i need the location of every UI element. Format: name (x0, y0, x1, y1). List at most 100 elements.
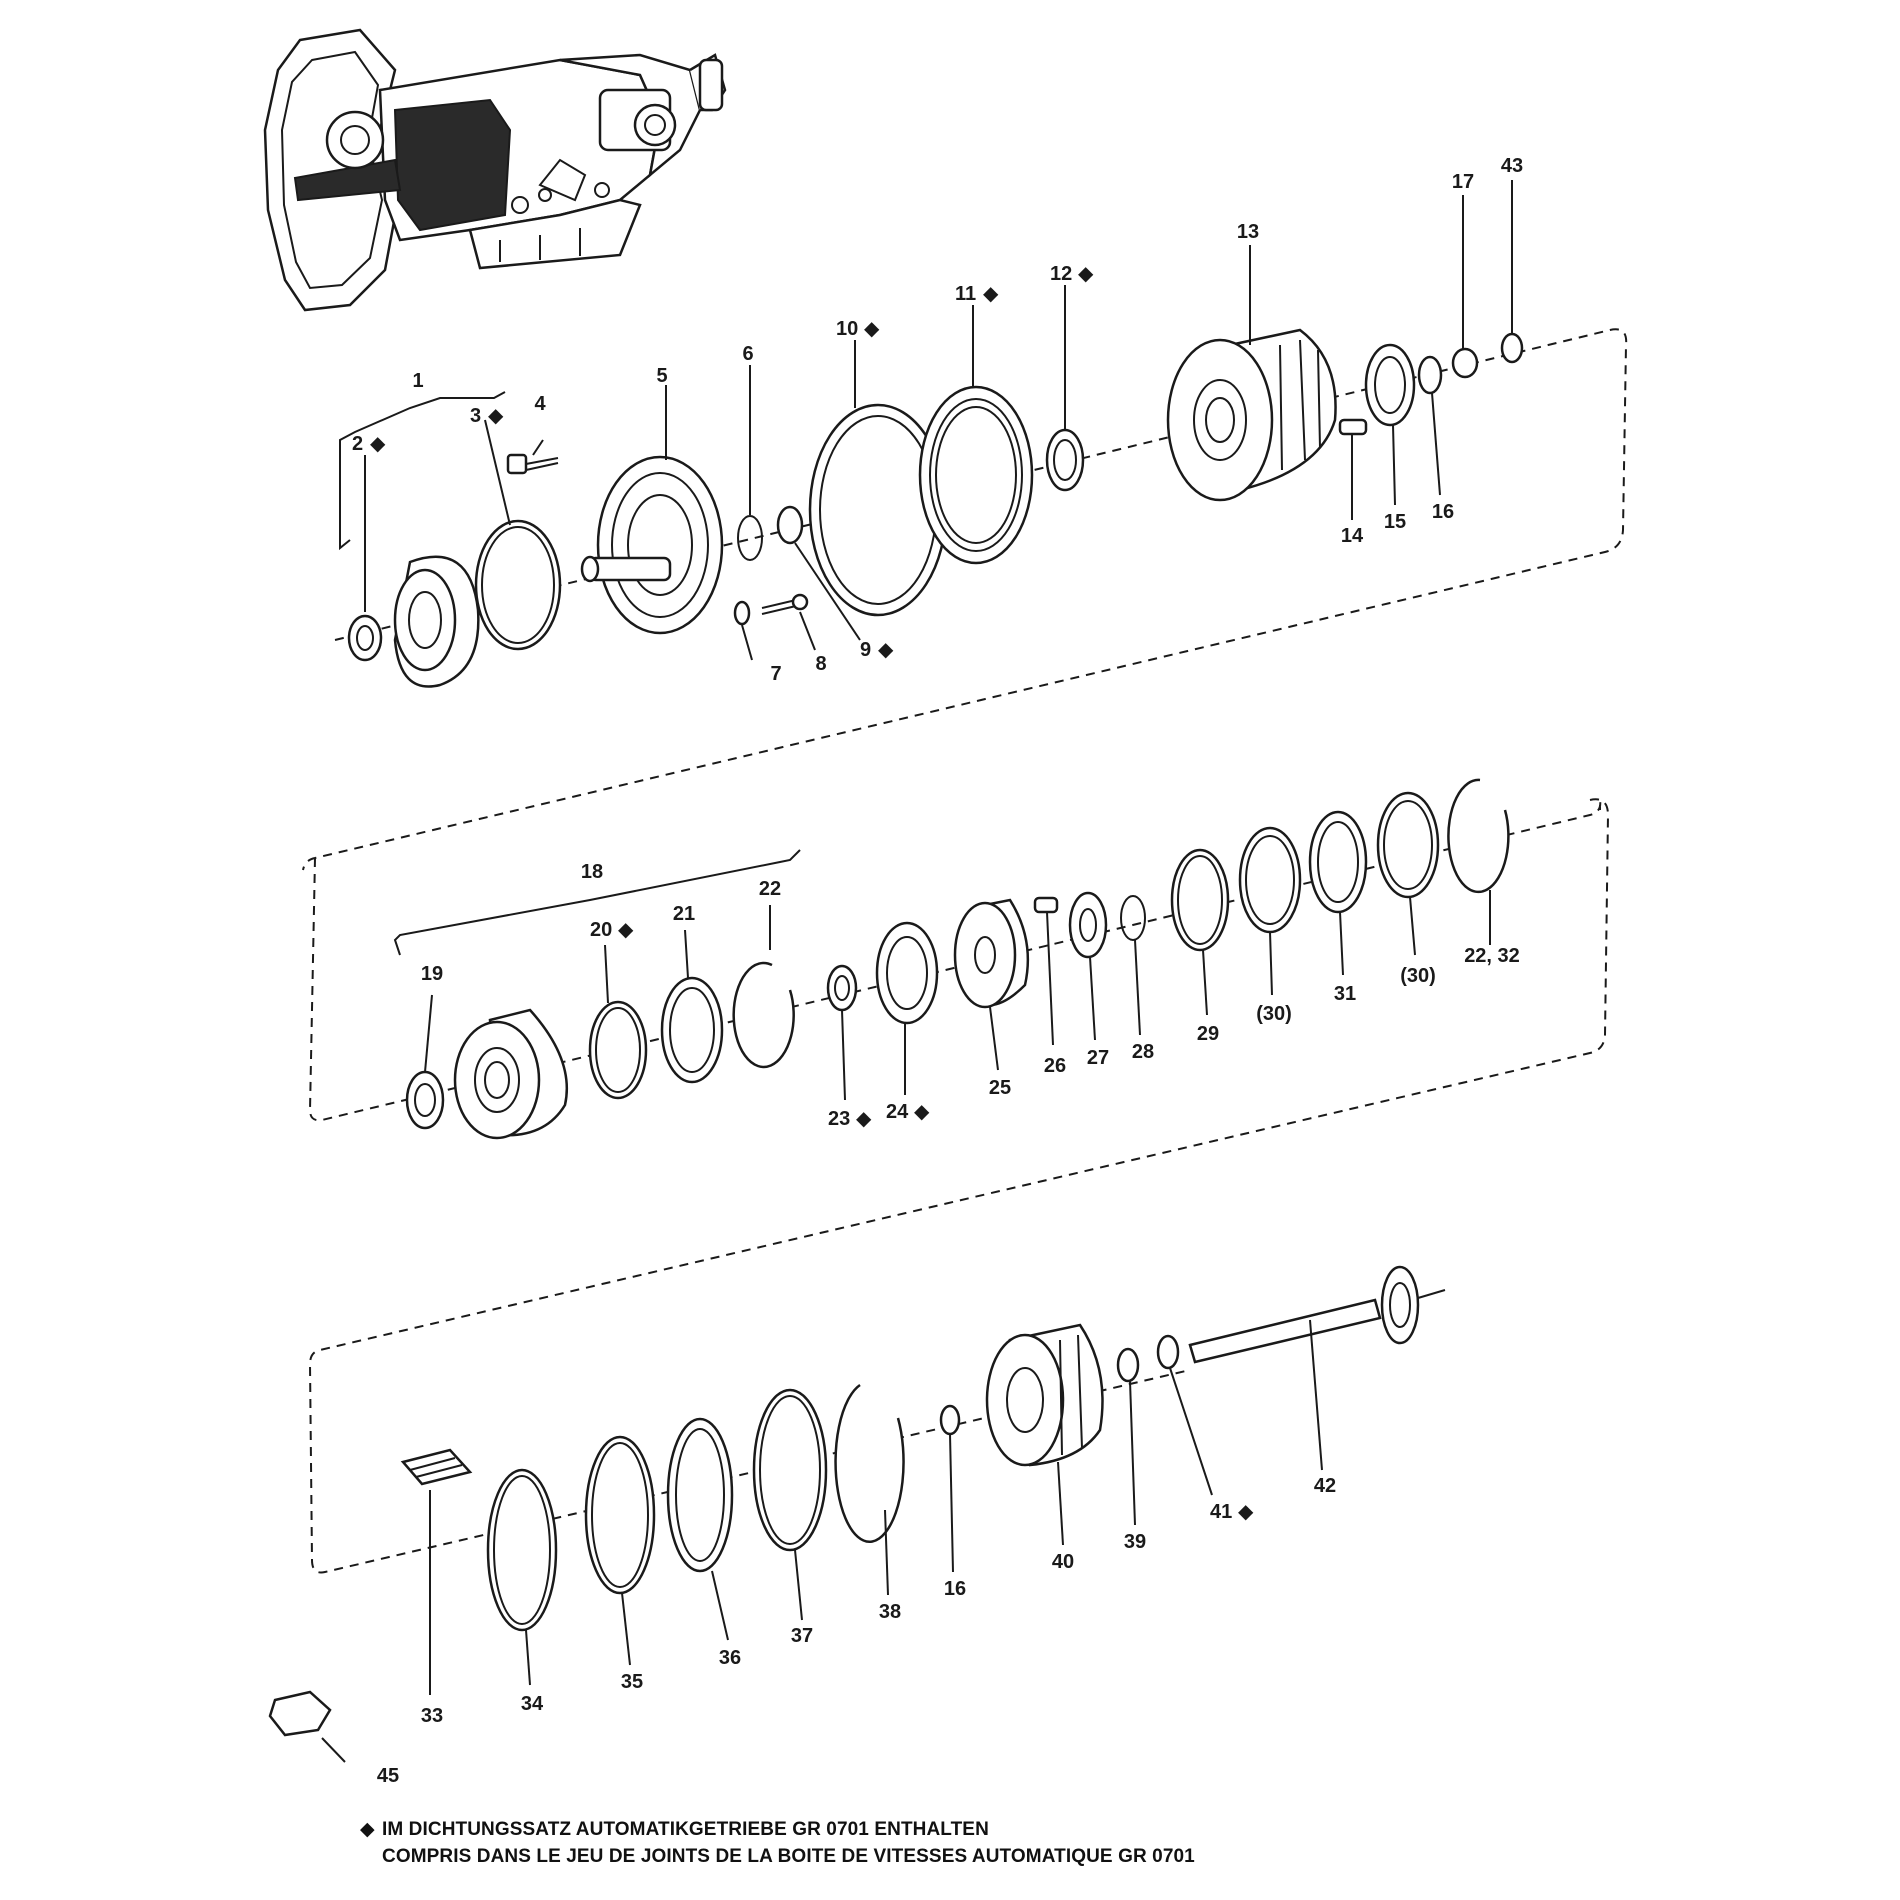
part-27-hub (1068, 891, 1108, 959)
label-19: 19 (421, 963, 443, 985)
part-30b-steel-plate (1376, 791, 1440, 899)
footnote-line-french: COMPRIS DANS LE JEU DE JOINTS DE LA BOIT… (360, 1846, 1195, 1868)
label-8: 8 (815, 653, 826, 675)
footnote-line-german: ◆ IM DICHTUNGSSATZ AUTOMATIKGETRIEBE GR 0… (360, 1818, 989, 1841)
part-24-piston-seal (875, 921, 939, 1025)
part-22-snap-ring (732, 961, 795, 1069)
label-22-32: 22, 32 (1464, 945, 1520, 967)
part-45-clip (268, 1690, 332, 1737)
label-28: 28 (1132, 1041, 1154, 1063)
label-31: 31 (1334, 983, 1356, 1005)
label-15: 15 (1384, 511, 1406, 533)
label-11-marker: ◆ (983, 283, 999, 305)
label-12-marker: ◆ (1078, 263, 1094, 285)
label-1: 1 (412, 370, 423, 392)
label-16a: 16 (1432, 501, 1454, 523)
label-39: 39 (1124, 1531, 1146, 1553)
footnote-marker: ◆ (360, 1819, 375, 1840)
label-11: 11 (955, 283, 976, 305)
label-38: 38 (879, 1601, 901, 1623)
label-34: 34 (521, 1693, 544, 1715)
part-31-friction-disc (1308, 810, 1368, 914)
part-5-pump-gear-assembly (580, 455, 724, 635)
label-24-marker: ◆ (914, 1101, 930, 1123)
part-8-screw (761, 593, 809, 615)
footnote-text-german: IM DICHTUNGSSATZ AUTOMATIKGETRIEBE GR 07… (382, 1819, 989, 1840)
part-34-ring (486, 1468, 558, 1632)
assembly-path-middle-box (308, 798, 1610, 1574)
part-25-spring-retainer (953, 898, 1030, 1009)
label-21: 21 (673, 903, 695, 925)
label-7: 7 (770, 663, 781, 685)
label-45: 45 (377, 1765, 399, 1787)
part-30a-steel-plate (1238, 826, 1302, 934)
part-29-ring (1170, 848, 1230, 952)
label-16b: 16 (944, 1578, 966, 1600)
part-18-clutch-piston-housing (453, 1008, 569, 1140)
part-36-friction-disc (666, 1417, 734, 1573)
label-23-marker: ◆ (856, 1108, 872, 1130)
label-25: 25 (989, 1077, 1011, 1099)
label-9: 9 (860, 639, 871, 661)
label-3-marker: ◆ (488, 405, 504, 427)
label-22: 22 (759, 878, 781, 900)
part-37-plate (752, 1388, 828, 1552)
label-42: 42 (1314, 1475, 1336, 1497)
footnote-text-french: COMPRIS DANS LE JEU DE JOINTS DE LA BOIT… (382, 1846, 1195, 1867)
part-17-bearing (1451, 347, 1479, 379)
part-21-piston (660, 976, 724, 1084)
part-9-washer (776, 505, 804, 545)
label-35: 35 (621, 1671, 643, 1693)
part-43-washer (1500, 332, 1524, 364)
part-16-washer (1417, 355, 1443, 395)
label-10: 10 (836, 318, 858, 340)
callout-labels: 1 2 ◆ 3 ◆ 4 5 6 7 8 9 ◆ 10 ◆ 11 ◆ 12 ◆ 1… (352, 155, 1523, 1787)
label-41: 41 (1210, 1501, 1232, 1523)
part-16b-washer (939, 1404, 961, 1436)
label-40: 40 (1052, 1551, 1074, 1573)
part-7-spring (733, 600, 751, 626)
label-36: 36 (719, 1647, 741, 1669)
part-39-washer (1116, 1347, 1140, 1383)
label-13: 13 (1237, 221, 1259, 243)
label-24: 24 (886, 1101, 909, 1123)
label-23: 23 (828, 1108, 850, 1130)
part-2-seal (347, 614, 383, 662)
label-6: 6 (742, 343, 753, 365)
part-1-pump-housing (393, 555, 480, 688)
label-9-marker: ◆ (878, 639, 894, 661)
label-29: 29 (1197, 1023, 1219, 1045)
part-20-o-ring (588, 1000, 648, 1100)
label-17: 17 (1452, 171, 1474, 193)
label-43: 43 (1501, 155, 1523, 177)
part-40-clutch-hub (985, 1323, 1104, 1467)
label-41-marker: ◆ (1238, 1501, 1254, 1523)
label-4: 4 (534, 393, 546, 415)
label-33: 33 (421, 1705, 443, 1727)
label-12: 12 (1050, 263, 1072, 285)
part-42-input-shaft (1188, 1265, 1446, 1364)
part-23-seal (826, 964, 858, 1012)
label-2: 2 (352, 433, 363, 455)
transmission-overview-illustration (263, 28, 727, 312)
part-38-snap-ring (834, 1383, 905, 1544)
leader-lines (321, 180, 1513, 1763)
label-3: 3 (470, 405, 481, 427)
label-26: 26 (1044, 1055, 1066, 1077)
label-2-marker: ◆ (370, 433, 386, 455)
part-15-seal (1364, 343, 1416, 427)
label-37: 37 (791, 1625, 813, 1647)
label-30b: (30) (1400, 965, 1436, 987)
part-28-ring (1120, 895, 1146, 941)
part-35-ring (584, 1435, 656, 1595)
assembly-path-middle (308, 799, 1602, 1122)
part-19-bushing (405, 1070, 445, 1130)
part-41-seal (1156, 1334, 1180, 1370)
part-26-spring (1033, 896, 1059, 914)
label-5: 5 (656, 365, 667, 387)
part-4-bolt (506, 453, 559, 475)
part-3-o-ring (474, 519, 562, 651)
part-14-spring (1338, 418, 1368, 436)
part-12-seal-ring (1045, 428, 1085, 492)
